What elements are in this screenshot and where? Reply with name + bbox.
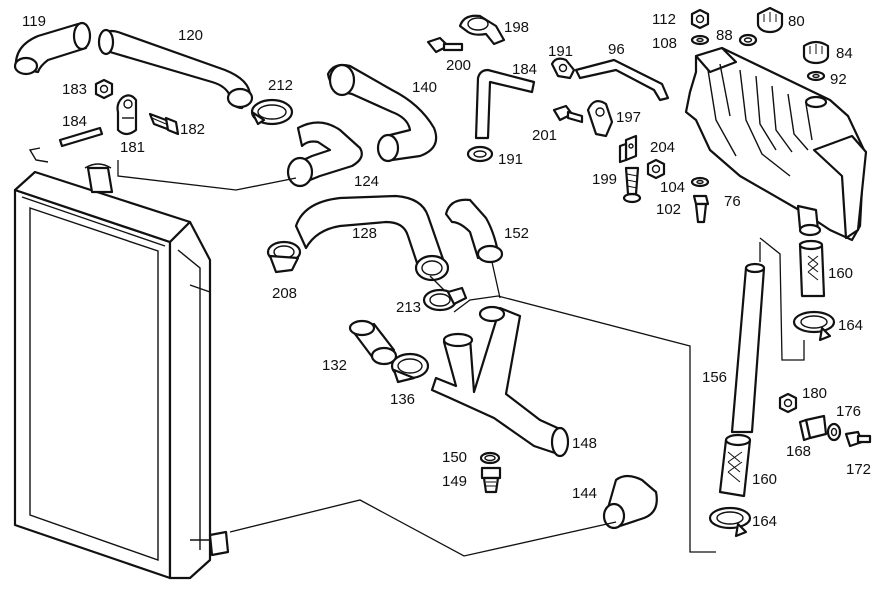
callout-92: 92 xyxy=(830,71,847,88)
hose-152 xyxy=(444,198,504,264)
leader-lines xyxy=(117,160,805,557)
callout-152: 152 xyxy=(504,225,529,242)
callout-149: 149 xyxy=(442,473,467,490)
clip-191-bottom xyxy=(466,145,494,163)
callout-200: 200 xyxy=(446,57,471,74)
pipe-148 xyxy=(430,305,570,458)
callout-120: 120 xyxy=(178,27,203,44)
callout-172: 172 xyxy=(846,461,871,478)
clamp-208 xyxy=(266,240,302,274)
callout-150: 150 xyxy=(442,449,467,466)
washer-92 xyxy=(806,70,826,82)
callout-184-left: 184 xyxy=(62,113,87,130)
nut-180 xyxy=(778,392,798,414)
bolt-182 xyxy=(148,112,180,136)
clip-168 xyxy=(798,414,828,442)
hose-160-lower xyxy=(718,433,752,498)
callout-213: 213 xyxy=(396,299,421,316)
washer-88 xyxy=(738,33,758,47)
callout-132: 132 xyxy=(322,357,347,374)
callout-96: 96 xyxy=(608,41,625,58)
callout-197: 197 xyxy=(616,109,641,126)
washer-176 xyxy=(826,422,842,442)
callout-144: 144 xyxy=(572,485,597,502)
plug-149 xyxy=(480,466,502,494)
callout-182: 182 xyxy=(180,121,205,138)
screw-199 xyxy=(622,166,642,204)
callout-181: 181 xyxy=(120,139,145,156)
callout-180: 180 xyxy=(802,385,827,402)
nut-104 xyxy=(646,158,666,180)
callout-212: 212 xyxy=(268,77,293,94)
clamp-136 xyxy=(390,352,430,384)
callout-156: 156 xyxy=(702,369,727,386)
callout-128: 128 xyxy=(352,225,377,242)
cap-84 xyxy=(802,40,830,65)
callout-112: 112 xyxy=(652,11,676,28)
callout-199: 199 xyxy=(592,171,617,188)
clamp-164-upper xyxy=(792,310,836,342)
callout-102: 102 xyxy=(656,201,681,218)
callout-183: 183 xyxy=(62,81,87,98)
clamp-212 xyxy=(250,98,294,126)
callout-191-top: 191 xyxy=(548,43,573,60)
pipe-156 xyxy=(730,262,766,434)
callout-140: 140 xyxy=(412,79,437,96)
pipe-184-left xyxy=(58,126,104,148)
pipe-184-center xyxy=(474,68,536,140)
callout-84: 84 xyxy=(836,45,853,62)
hose-132 xyxy=(348,319,398,366)
nut-183 xyxy=(94,78,114,100)
clip-181 xyxy=(116,94,138,136)
clip-198 xyxy=(458,14,506,46)
expansion-tank xyxy=(684,46,868,242)
bolt-200 xyxy=(426,36,464,54)
hose-120 xyxy=(97,28,254,110)
callout-labels: 119 120 212 183 184 181 182 124 140 128 … xyxy=(22,11,871,530)
bolt-172 xyxy=(844,430,872,448)
callout-148: 148 xyxy=(572,435,597,452)
callout-108: 108 xyxy=(652,35,677,52)
hose-128 xyxy=(294,194,450,282)
callout-119: 119 xyxy=(22,13,46,30)
callout-168: 168 xyxy=(786,443,811,460)
bracket-204 xyxy=(618,134,638,164)
clip-191-top xyxy=(550,57,576,80)
washer-108 xyxy=(690,34,710,46)
hose-140 xyxy=(326,63,438,163)
clamp-164-lower xyxy=(708,506,752,538)
callout-201: 201 xyxy=(532,127,557,144)
hose-160-upper xyxy=(798,239,826,298)
callout-164-lower: 164 xyxy=(752,513,777,530)
callout-104: 104 xyxy=(660,179,685,196)
callout-76: 76 xyxy=(724,193,741,210)
bolt-201 xyxy=(552,104,584,124)
bolt-102 xyxy=(692,194,710,224)
callout-88: 88 xyxy=(716,27,733,44)
radiator xyxy=(13,147,230,580)
callout-164-upper: 164 xyxy=(838,317,863,334)
hose-119 xyxy=(13,21,92,76)
cap-80 xyxy=(756,6,784,34)
callout-136: 136 xyxy=(390,391,415,408)
callout-204: 204 xyxy=(650,139,675,156)
washer-104 xyxy=(690,176,710,188)
plug-150 xyxy=(479,451,501,465)
callout-191-bottom: 191 xyxy=(498,151,523,168)
clamp-213 xyxy=(422,286,468,312)
nut-112 xyxy=(690,8,710,30)
pipe-96 xyxy=(574,58,670,102)
clip-197 xyxy=(586,100,614,138)
callout-198: 198 xyxy=(504,19,529,36)
hose-144 xyxy=(602,474,658,530)
callout-160-lower: 160 xyxy=(752,471,777,488)
callout-160-upper: 160 xyxy=(828,265,853,282)
callout-80: 80 xyxy=(788,13,805,30)
callout-184-center: 184 xyxy=(512,61,537,78)
hose-124 xyxy=(286,121,363,188)
callout-208: 208 xyxy=(272,285,297,302)
callout-124: 124 xyxy=(354,173,379,190)
callout-176: 176 xyxy=(836,403,861,420)
